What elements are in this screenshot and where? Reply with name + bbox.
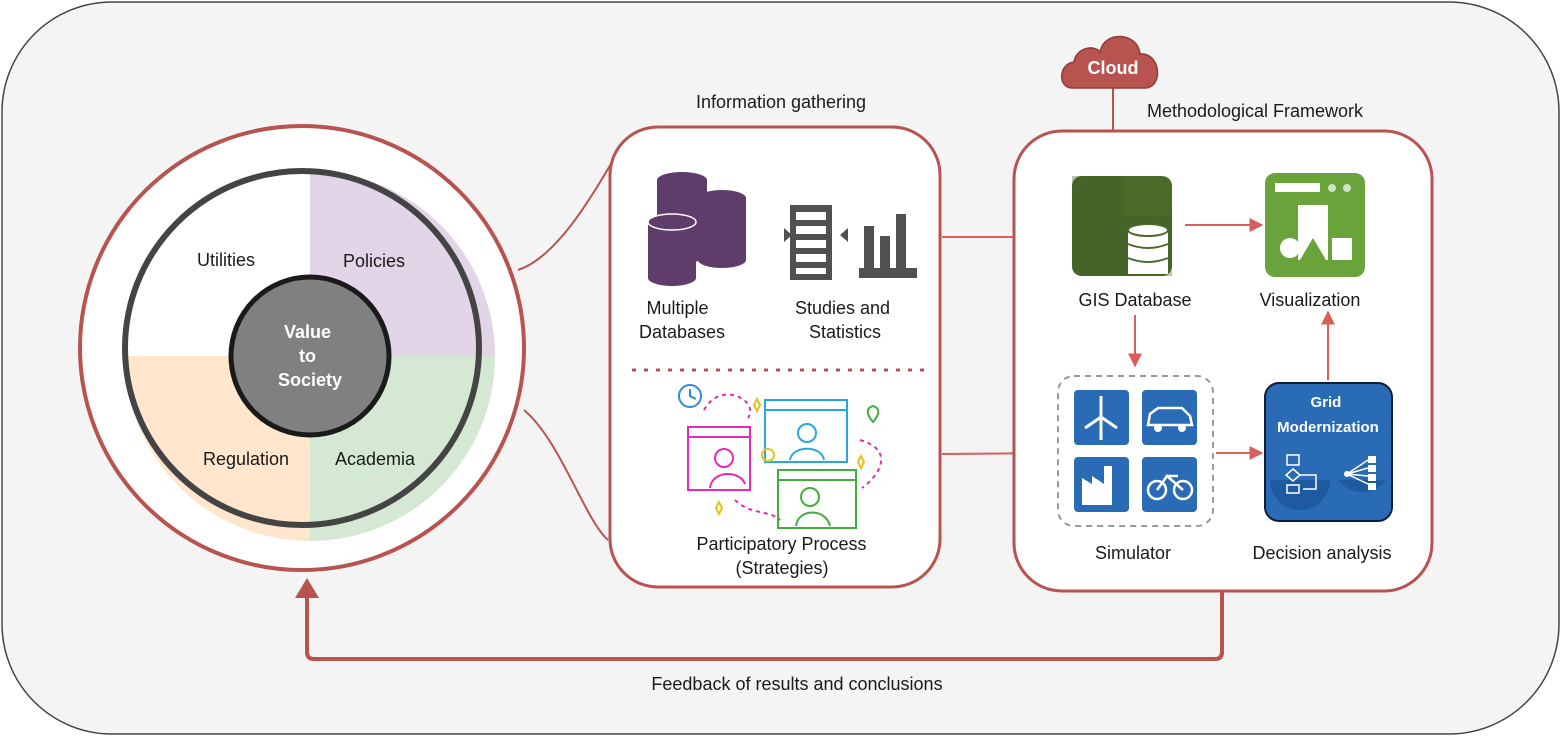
visualization-icon [1265,173,1365,277]
simulator-group [1057,375,1214,527]
wheel-inner-ring [122,168,482,528]
center-circle [228,274,392,438]
chip-car-icon [1142,390,1197,445]
cloud-icon [1061,35,1159,89]
label-policies: Policies [343,251,405,271]
label-feedback: Feedback of results and conclusions [651,674,942,694]
center-label: Value to Society [278,322,342,390]
chip-wind-turbine-icon [1074,390,1129,445]
participatory-illustration [678,384,883,529]
framework-title: Methodological Framework [1147,101,1364,121]
gis-database-icon [1072,176,1172,276]
label-studies-statistics: Studies and Statistics [795,298,895,342]
label-visualization: Visualization [1260,290,1361,310]
chip-factory-icon [1074,457,1129,512]
info-gathering-title: Information gathering [696,92,866,112]
label-regulation: Regulation [203,449,289,469]
feedback-arrowhead [295,578,319,598]
document-icon [784,205,848,280]
label-multiple-databases: Multiple Databases [639,298,725,342]
connector-bottom [523,409,609,541]
database-icon [647,172,746,286]
label-academia: Academia [335,449,416,469]
label-decision-analysis: Decision analysis [1252,543,1391,563]
cloud-label: Cloud [1088,58,1139,78]
value-wheel: Value to Society Utilities Policies Regu… [78,124,526,572]
chip-bicycle-icon [1142,457,1197,512]
decision-tree-icon [1338,456,1386,492]
bar-chart-icon [859,214,917,278]
grid-modernization-label: Grid Modernization [1277,394,1379,436]
label-participatory: Participatory Process (Strategies) [696,534,871,578]
label-simulator: Simulator [1095,543,1171,563]
flowchart-icon [1270,454,1330,510]
feedback-loop [305,591,1224,661]
label-utilities: Utilities [197,250,255,270]
label-gis-database: GIS Database [1078,290,1191,310]
connector-top [517,161,613,271]
